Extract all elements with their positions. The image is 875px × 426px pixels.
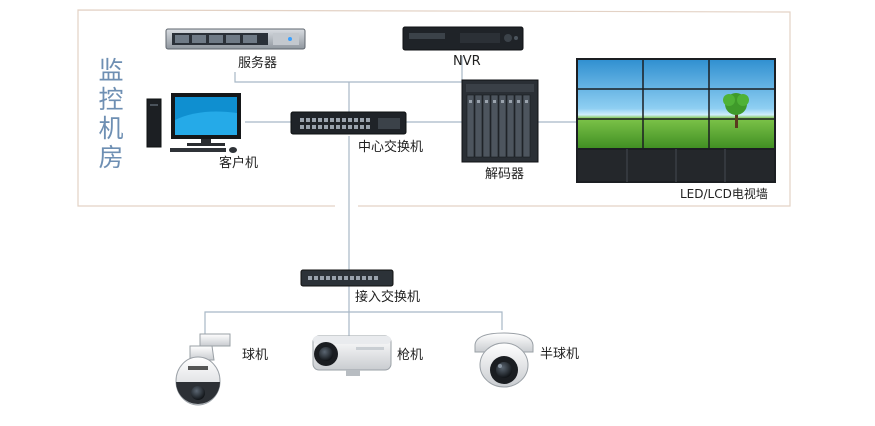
room-title-char: 监 <box>98 56 124 85</box>
access-switch-icon <box>300 269 394 287</box>
video-wall-icon <box>576 58 776 183</box>
server-icon <box>165 28 306 50</box>
decoder-label: 解码器 <box>485 167 525 182</box>
nvr-icon <box>402 26 524 51</box>
turret-camera-label: 半球机 <box>540 347 580 362</box>
video-wall-label: LED/LCD电视墙 <box>680 187 768 201</box>
bullet-camera-icon <box>312 335 392 376</box>
room-title-char: 房 <box>98 143 124 172</box>
server-label: 服务器 <box>238 56 278 71</box>
room-title-char: 机 <box>98 114 124 143</box>
core-switch-label: 中心交换机 <box>358 140 424 155</box>
client-pc-icon <box>146 93 241 153</box>
access-switch-label: 接入交换机 <box>355 290 421 305</box>
turret-camera-icon <box>474 332 534 388</box>
nvr-label: NVR <box>453 54 481 69</box>
room-title-char: 控 <box>98 85 124 114</box>
bullet-camera-label: 枪机 <box>397 348 424 363</box>
ptz-dome-camera-icon <box>175 333 231 406</box>
core-switch-icon <box>290 111 407 135</box>
connection-lines <box>204 56 578 336</box>
decoder-icon <box>461 79 539 163</box>
room-title: 监 控 机 房 <box>96 56 126 172</box>
dome-camera-label: 球机 <box>242 348 269 363</box>
room-border <box>77 9 791 207</box>
client-label: 客户机 <box>219 156 259 171</box>
